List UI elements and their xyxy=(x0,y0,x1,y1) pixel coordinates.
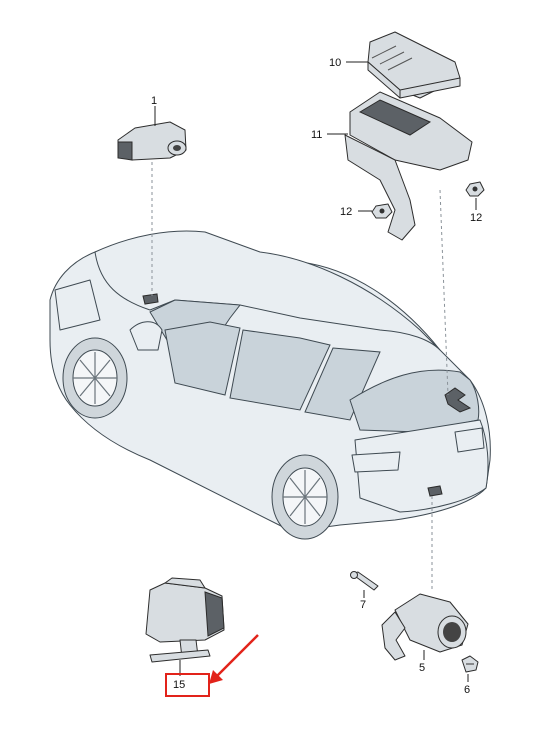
rear-sensor-location-marker xyxy=(444,387,472,413)
part-11-bracket xyxy=(344,91,473,241)
callout-7: 7 xyxy=(360,599,366,611)
part-1-sensor xyxy=(117,121,187,161)
callout-12-left: 12 xyxy=(340,206,352,218)
vehicle-illustration xyxy=(49,230,491,540)
highlight-arrow xyxy=(209,634,259,684)
part-12-nut-left xyxy=(371,203,393,219)
callout-10: 10 xyxy=(329,57,341,69)
reference-lines xyxy=(151,162,449,592)
callout-5: 5 xyxy=(419,662,425,674)
part-5-socket xyxy=(381,593,469,661)
callout-1: 1 xyxy=(151,95,157,107)
callout-6: 6 xyxy=(464,684,470,696)
highlight-box xyxy=(165,673,210,697)
front-sensor-location-marker xyxy=(142,293,159,305)
part-15-module xyxy=(145,577,225,663)
rear-socket-location-marker xyxy=(427,485,443,497)
callout-15: 15 xyxy=(173,679,185,691)
part-6-screw xyxy=(461,655,479,673)
part-10-control-unit xyxy=(367,31,461,99)
front-wheel xyxy=(62,337,128,419)
rear-wheel xyxy=(271,454,339,540)
callout-11: 11 xyxy=(311,129,322,141)
callout-12-right: 12 xyxy=(470,212,482,224)
part-7-pin xyxy=(350,571,379,591)
part-12-nut-right xyxy=(465,181,485,197)
